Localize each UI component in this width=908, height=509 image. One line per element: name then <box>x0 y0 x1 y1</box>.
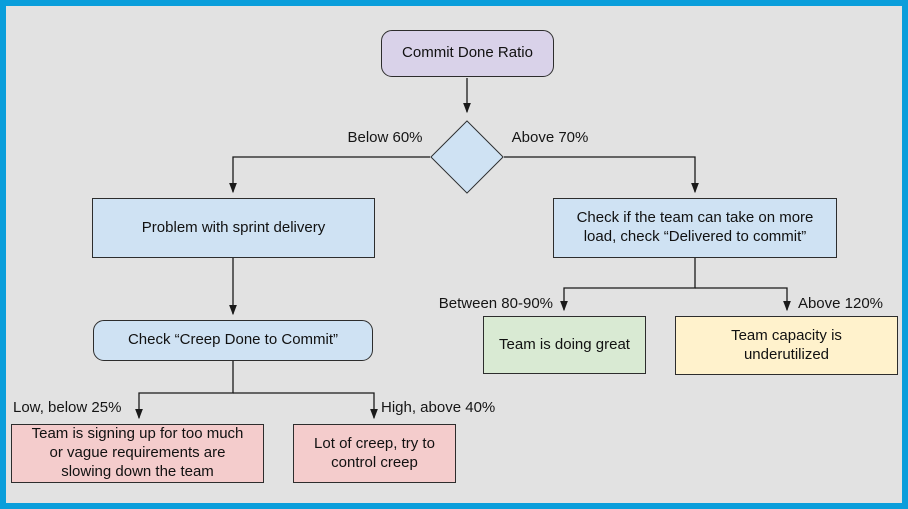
edge-label-below-60: Below 60% <box>347 129 423 146</box>
node-commit-done-ratio: Commit Done Ratio <box>381 30 554 77</box>
node-problem-sprint-delivery: Problem with sprint delivery <box>92 198 375 258</box>
connector-above120-to-underutilized <box>695 287 791 312</box>
edge-label-above-70: Above 70% <box>511 129 589 146</box>
node-team-doing-great: Team is doing great <box>483 316 646 374</box>
node-signing-up-too-much: Team is signing up for too much or vague… <box>11 424 264 483</box>
node-lot-of-creep: Lot of creep, try to control creep <box>293 424 456 483</box>
connector-below60-to-problem <box>229 156 430 194</box>
connector-low25-to-signing <box>135 361 234 420</box>
edge-label-low-below-25: Low, below 25% <box>13 399 122 416</box>
connector-above70-to-takeload <box>504 156 699 194</box>
edge-label-high-above-40: High, above 40% <box>381 399 496 416</box>
edge-label-above-120: Above 120% <box>797 295 884 312</box>
node-team-capacity-underutilized: Team capacity is underutilized <box>675 316 898 375</box>
node-check-take-more-load: Check if the team can take on more load,… <box>553 198 837 258</box>
connector-between8090-to-great <box>560 258 696 312</box>
connector-high40-to-lotcreep <box>233 392 378 420</box>
node-check-creep-done-to-commit: Check “Creep Done to Commit” <box>93 320 373 361</box>
edge-label-between-80-90: Between 80-90% <box>438 295 553 312</box>
